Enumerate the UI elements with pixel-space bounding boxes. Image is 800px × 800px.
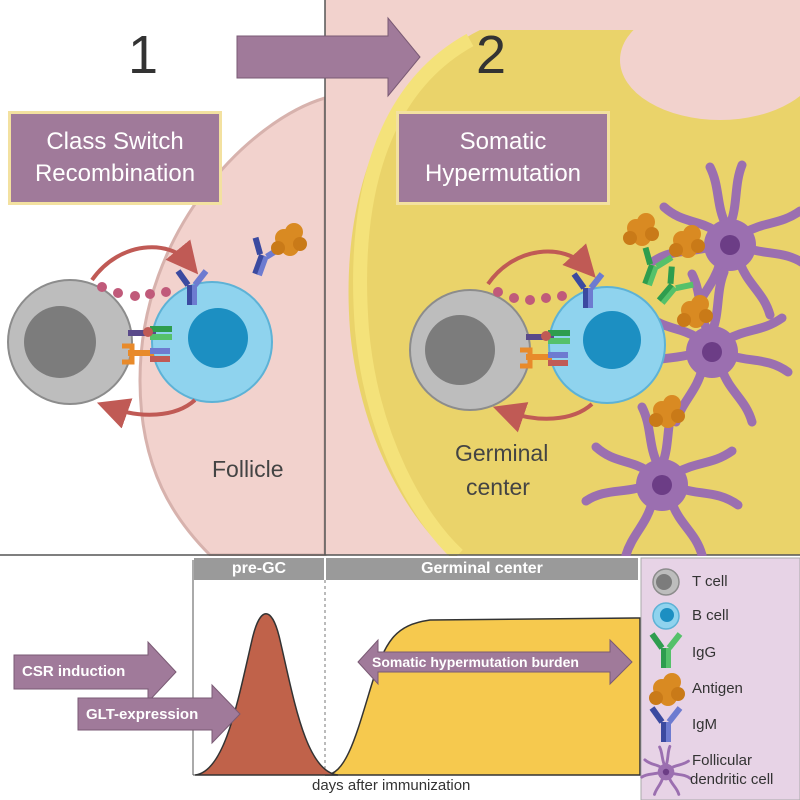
csr-curve (194, 613, 339, 776)
legend-fdc-label-line2: dendritic cell (690, 771, 774, 788)
panel1-cells (7, 223, 307, 429)
csr-arrow (13, 640, 177, 704)
shm-arrow (357, 638, 633, 686)
step-1-title-line1: Class Switch (46, 128, 184, 155)
phase-germinal-center-header: Germinal center (326, 558, 638, 580)
cytokine-dots (493, 287, 567, 305)
germinal-center-label-line1: Germinal (455, 440, 549, 466)
step-1-number: 1 (128, 25, 159, 85)
receptor-pairs (122, 326, 172, 365)
germinal-center-label-line2: center (466, 474, 530, 500)
legend-b-cell-swatch (652, 602, 680, 630)
panel2-cells (409, 165, 800, 555)
step-2-title-line1: Somatic (459, 128, 547, 155)
step-2-title-box: Somatic Hypermutation (396, 111, 610, 205)
legend-igm-label: IgM (692, 716, 718, 733)
step-1-title-box: Class Switch Recombination (8, 111, 222, 205)
legend-antigen-label: Antigen (692, 680, 743, 697)
legend-t-cell-swatch (652, 568, 680, 596)
legend-t-cell-label: T cell (692, 573, 728, 590)
csr-induction-label: CSR induction (22, 663, 126, 680)
receptor-pairs (520, 330, 570, 369)
glt-expression-label: GLT-expression (86, 706, 199, 723)
t-cell (409, 289, 531, 411)
step-arrow (236, 16, 421, 98)
follicle-label: Follicle (212, 456, 284, 482)
glt-arrow (77, 683, 241, 745)
shm-burden-label: Somatic hypermutation burden (372, 654, 579, 670)
legend (640, 557, 800, 800)
b-cell (548, 286, 666, 404)
t-cell (7, 279, 133, 405)
cytokine-dots (97, 282, 171, 301)
legend-b-cell-label: B cell (692, 607, 729, 624)
x-axis-label: days after immunization (312, 777, 471, 794)
legend-igg-label: IgG (692, 644, 717, 661)
b-cell (151, 281, 273, 403)
step-1-title-line2: Recombination (34, 160, 196, 187)
step-2-title-line2: Hypermutation (424, 160, 582, 187)
step-2-number: 2 (476, 25, 507, 85)
legend-fdc-label-line1: Follicular (692, 752, 753, 769)
phase-pre-gc-header: pre-GC (194, 558, 324, 580)
